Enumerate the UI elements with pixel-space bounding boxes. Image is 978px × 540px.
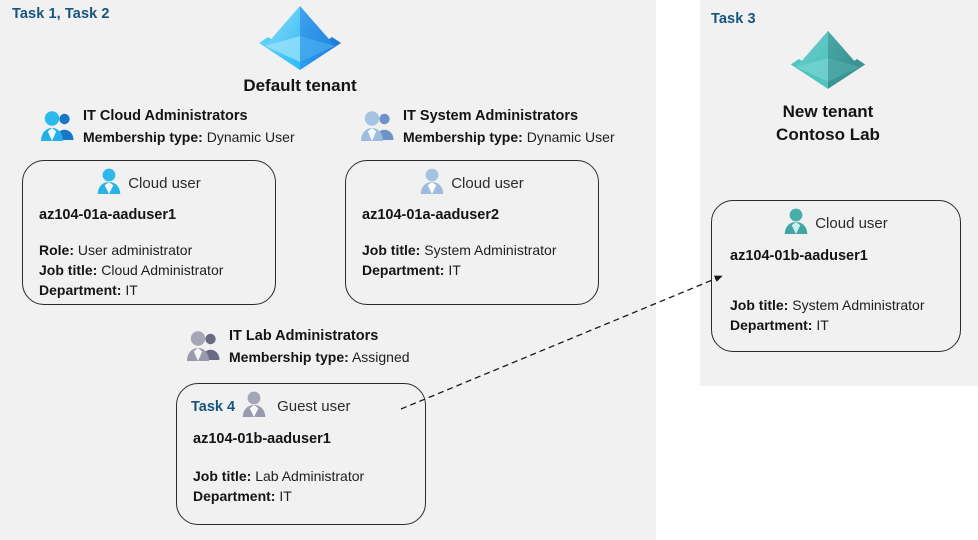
card-properties: Role: User administrator Job title: Clou… (23, 241, 275, 301)
group-name: IT Lab Administrators (229, 328, 379, 344)
card-username: az104-01a-aaduser1 (39, 207, 177, 223)
card-prop-department: Department: IT (193, 487, 425, 507)
card-user-type: Cloud user (128, 175, 201, 192)
contoso-tenant-block: New tenant Contoso Lab (728, 28, 928, 147)
card-prop-label: Job title: (362, 242, 421, 258)
card-prop-label: Job title: (39, 261, 98, 278)
card-prop-value: IT (816, 316, 829, 333)
card-prop-department: Department: IT (362, 261, 598, 281)
cloud-user-icon (784, 208, 808, 239)
card-header: Task 4 Guest user (177, 384, 425, 422)
card-prop-value: Lab Administrator (255, 468, 365, 484)
card-prop-label: Department: (730, 316, 813, 333)
user-card-contoso-aaduser1[interactable]: Cloud user az104-01b-aaduser1 Job title:… (711, 200, 961, 352)
group-membership-label: Membership type: (229, 349, 349, 366)
azure-ad-tenant-icon (790, 30, 866, 89)
card-prop-label: Department: (193, 487, 276, 504)
contoso-tenant-name-line1: New tenant (782, 102, 874, 121)
group-membership-label: Membership type: (403, 129, 523, 146)
card-username: az104-01a-aaduser2 (362, 207, 500, 223)
card-properties: Job title: System Administrator Departme… (346, 241, 598, 281)
group-membership-type: Membership type: Assigned (229, 347, 410, 367)
group-it-cloud-administrators: IT Cloud Administrators Membership type:… (40, 106, 295, 147)
group-users-icon (360, 110, 396, 147)
card-prop-value: User administrator (77, 242, 193, 258)
default-tenant-block: Default tenant (200, 4, 400, 98)
card-prop-job-title: Job title: System Administrator (730, 296, 960, 316)
card-user-type: Guest user (277, 398, 351, 415)
card-prop-value: IT (279, 487, 292, 504)
card-properties: Job title: System Administrator Departme… (712, 296, 960, 336)
group-membership-label: Membership type: (83, 129, 203, 146)
card-header: Cloud user (23, 161, 275, 199)
group-membership-value: Dynamic User (526, 129, 615, 146)
card-prop-label: Department: (39, 281, 122, 298)
card-username: az104-01b-aaduser1 (193, 431, 331, 447)
card-user-type: Cloud user (815, 215, 888, 232)
card-prop-label: Job title: (730, 297, 789, 313)
group-membership-value: Dynamic User (206, 129, 295, 146)
card-prop-value: Cloud Administrator (101, 261, 224, 278)
card-prop-label: Job title: (193, 468, 252, 484)
tenant-panel-default (0, 0, 656, 540)
group-it-lab-administrators: IT Lab Administrators Membership type: A… (186, 326, 410, 367)
group-name: IT System Administrators (403, 108, 579, 124)
group-users-icon (186, 330, 222, 367)
group-membership-type: Membership type: Dynamic User (403, 127, 615, 147)
group-it-system-administrators: IT System Administrators Membership type… (360, 106, 615, 147)
card-prop-label: Role: (39, 242, 74, 258)
card-prop-value: IT (125, 281, 138, 298)
user-card-aaduser1[interactable]: Cloud user az104-01a-aaduser1 Role: User… (22, 160, 276, 305)
azure-ad-tenant-icon (259, 6, 341, 70)
group-membership-type: Membership type: Dynamic User (83, 127, 295, 147)
cloud-user-icon (420, 168, 444, 199)
card-prop-department: Department: IT (39, 281, 275, 301)
group-users-icon (40, 110, 76, 147)
card-prop-label: Department: (362, 261, 445, 278)
card-properties: Job title: Lab Administrator Department:… (177, 467, 425, 507)
user-card-guest-aaduser1[interactable]: Task 4 Guest user az104-01b-aaduser1 Job… (176, 383, 426, 525)
card-prop-job-title: Job title: System Administrator (362, 241, 598, 261)
task-label-1-2: Task 1, Task 2 (12, 6, 110, 22)
task-label-4: Task 4 (191, 398, 236, 415)
card-prop-role: Role: User administrator (39, 241, 275, 261)
card-header: Cloud user (346, 161, 598, 199)
card-prop-value: System Administrator (424, 242, 557, 258)
card-prop-value: System Administrator (792, 297, 925, 313)
card-username: az104-01b-aaduser1 (730, 248, 868, 264)
card-prop-department: Department: IT (730, 316, 960, 336)
default-tenant-name: Default tenant (243, 76, 357, 95)
group-name: IT Cloud Administrators (83, 108, 248, 124)
user-card-aaduser2[interactable]: Cloud user az104-01a-aaduser2 Job title:… (345, 160, 599, 305)
card-prop-job-title: Job title: Cloud Administrator (39, 261, 275, 281)
group-membership-value: Assigned (351, 349, 410, 366)
cloud-user-icon (97, 168, 121, 199)
contoso-tenant-name-line2: Contoso Lab (776, 124, 880, 144)
card-header: Cloud user (712, 201, 960, 239)
task-label-3: Task 3 (711, 11, 756, 27)
card-user-type: Cloud user (451, 175, 524, 192)
card-prop-job-title: Job title: Lab Administrator (193, 467, 425, 487)
guest-user-icon (242, 391, 266, 422)
card-prop-value: IT (448, 261, 461, 278)
